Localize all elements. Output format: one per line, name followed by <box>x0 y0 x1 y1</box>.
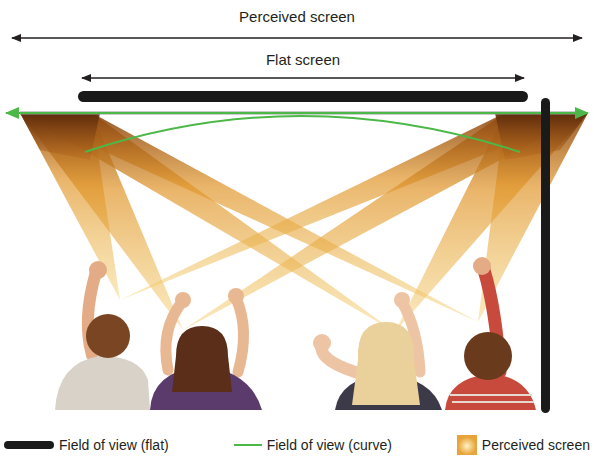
curve-arc <box>85 116 520 152</box>
color-swatch <box>457 435 477 455</box>
legend-item: Field of view (flat) <box>4 437 169 453</box>
legend-item: Field of view (curve) <box>234 437 392 453</box>
legend: Field of view (flat) Field of view (curve… <box>4 434 590 456</box>
flat-screen-bar <box>78 91 528 102</box>
legend-text: Field of view (curve) <box>267 437 392 453</box>
dimension-label: Flat screen <box>266 51 340 68</box>
dimension-arrow <box>12 37 582 39</box>
flat-line-sample <box>4 441 54 449</box>
curve-line-sample <box>234 444 262 446</box>
legend-text: Perceived screen <box>482 437 590 453</box>
dimension-arrow <box>82 77 524 79</box>
legend-text: Field of view (flat) <box>59 437 169 453</box>
view-beams <box>20 113 588 332</box>
dimension-label: Perceived screen <box>239 8 355 25</box>
flat-view-bar <box>541 98 550 413</box>
legend-item: Perceived screen <box>457 435 590 455</box>
audience <box>55 257 536 410</box>
field-of-view-arrow <box>6 112 588 114</box>
